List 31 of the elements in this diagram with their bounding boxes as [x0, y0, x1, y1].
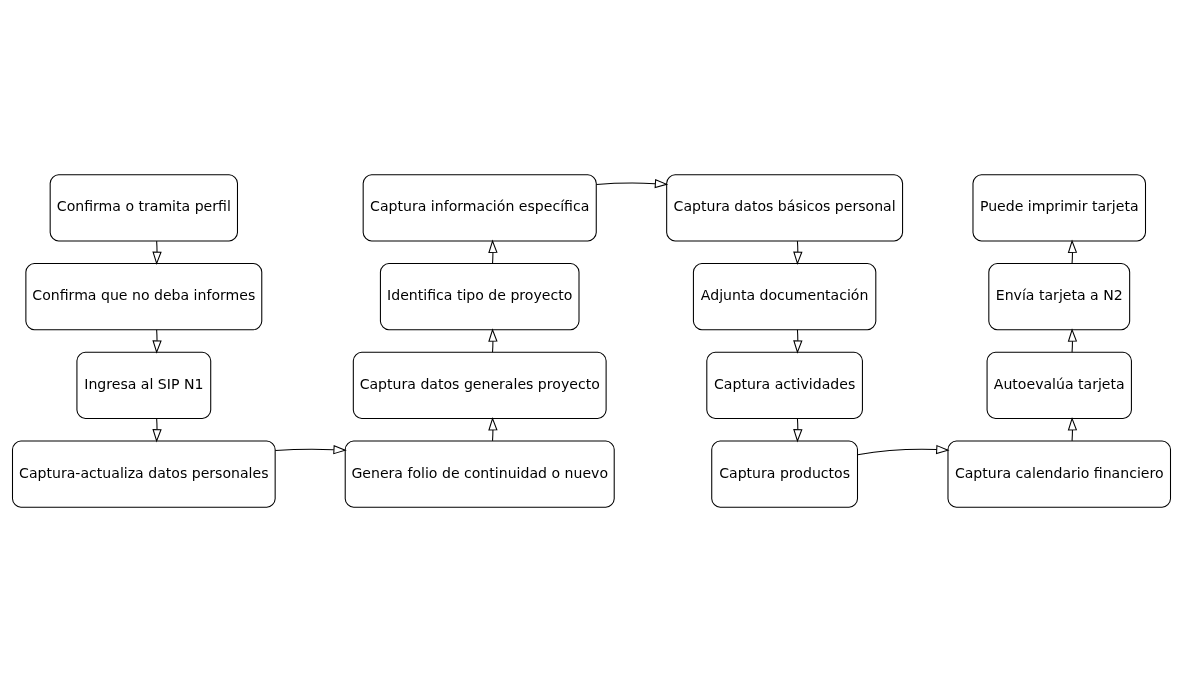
node-box: Confirma que no deba informes [25, 262, 263, 330]
node-box: Puede imprimir tarjeta [972, 173, 1147, 242]
node-box: Adjunta documentación [692, 262, 877, 330]
node-box: Autoevalúa tarjeta [986, 351, 1132, 419]
arrow [595, 178, 669, 188]
node-box: Captura datos básicos personal [666, 173, 904, 242]
node-box: Captura información específica [362, 173, 597, 242]
node-box: Captura-actualiza datos personales [11, 439, 276, 508]
arrow [488, 239, 498, 264]
node-box: Captura calendario financiero [947, 439, 1172, 508]
arrow [857, 444, 950, 455]
node-box: Captura productos [711, 439, 859, 508]
arrow [152, 240, 162, 265]
node-box: Confirma o tramita perfil [49, 173, 238, 242]
node-box: Identifica tipo de proyecto [379, 262, 580, 330]
arrow [1067, 416, 1078, 441]
arrow [793, 328, 803, 354]
node-box: Ingresa al SIP N1 [76, 351, 212, 419]
arrow [274, 444, 347, 454]
arrow [152, 417, 162, 442]
node-box: Envía tarjeta a N2 [988, 262, 1131, 330]
arrow [488, 416, 498, 441]
arrow [1067, 327, 1078, 353]
node-box: Captura datos generales proyecto [352, 351, 607, 419]
arrow [152, 328, 162, 354]
node-box: Captura actividades [706, 351, 863, 419]
arrow [488, 327, 498, 353]
arrow [793, 417, 803, 442]
arrow [1067, 239, 1078, 264]
node-box: Genera folio de continuidad o nuevo [344, 439, 615, 508]
arrow [793, 240, 803, 265]
